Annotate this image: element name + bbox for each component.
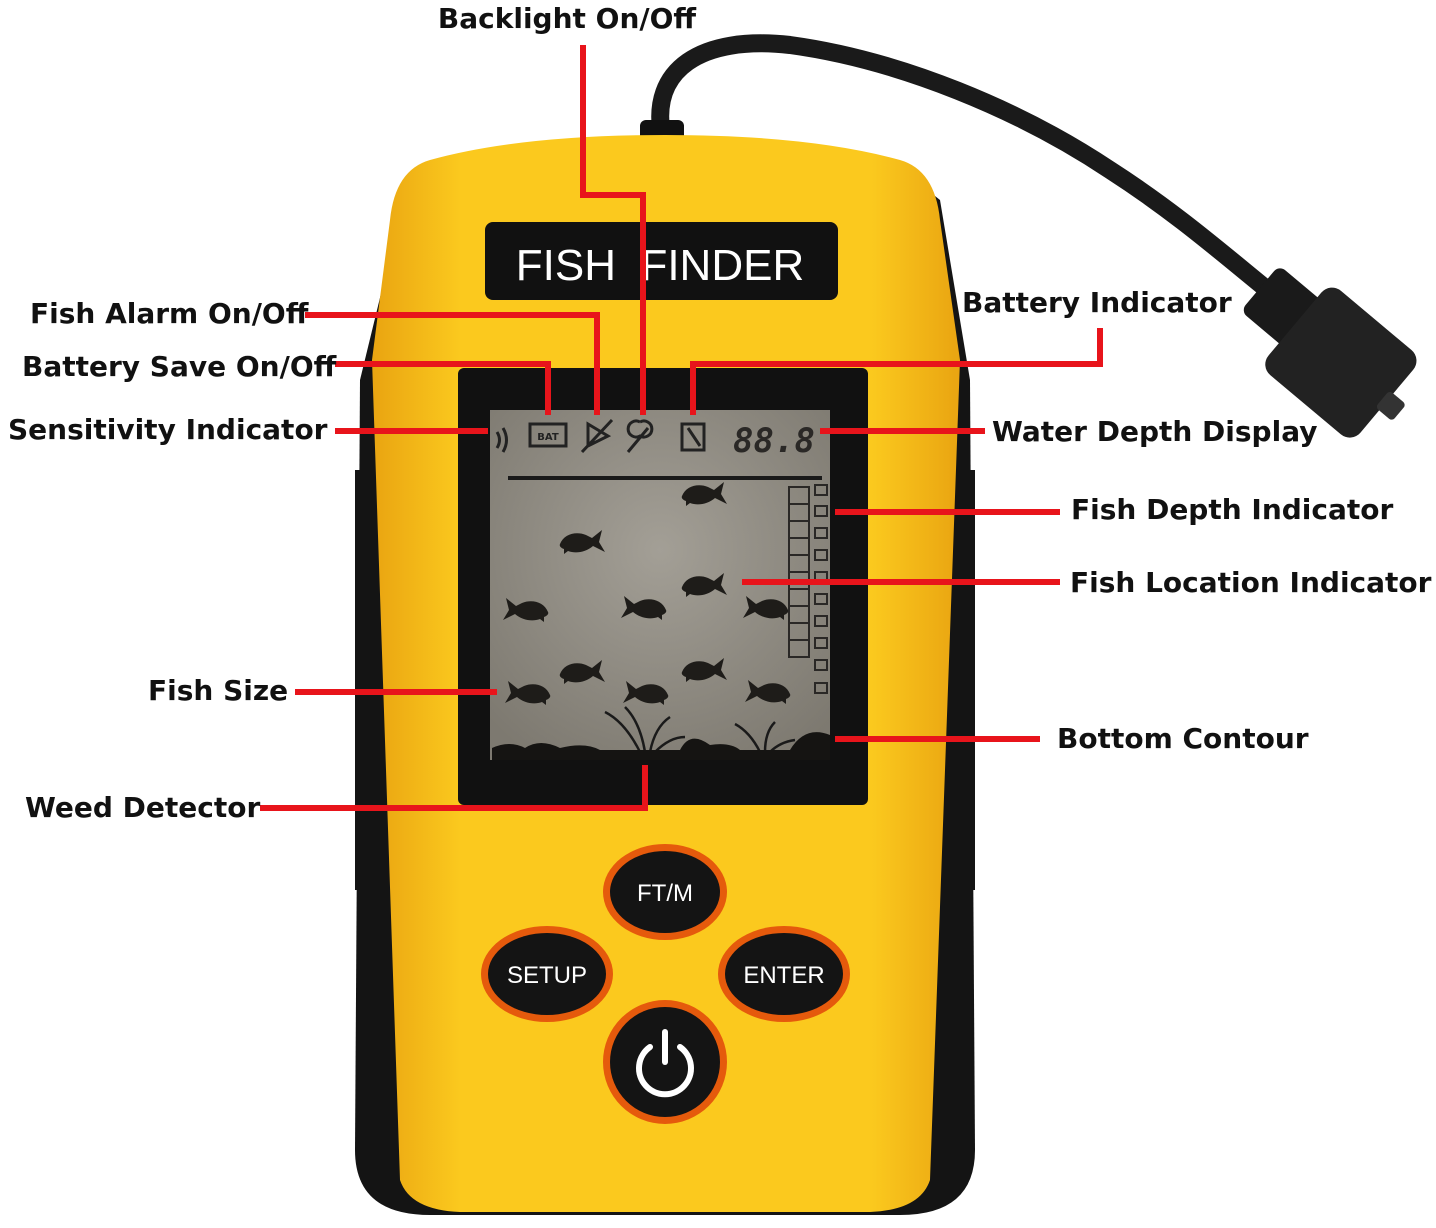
label-battery-save: Battery Save On/Off (22, 350, 337, 383)
fish-alarm-icon (580, 418, 614, 454)
battery-indicator-icon (680, 422, 706, 452)
backlight-icon (626, 419, 654, 453)
label-weed-detector: Weed Detector (25, 791, 260, 824)
power-button[interactable] (603, 1000, 727, 1124)
svg-text:FT/M: FT/M (637, 880, 693, 907)
label-fish-depth: Fish Depth Indicator (1071, 493, 1394, 526)
bottom-contour (492, 732, 830, 760)
callout-lines (260, 45, 1103, 811)
svg-text:SETUP: SETUP (507, 962, 587, 989)
svg-text:BAT: BAT (537, 432, 559, 443)
svg-text:ENTER: ENTER (743, 962, 824, 989)
transducer-connector-icon (1243, 268, 1417, 438)
enter-button[interactable]: ENTER (718, 926, 850, 1022)
label-bottom-contour: Bottom Contour (1057, 722, 1309, 755)
battery-save-icon: BAT (528, 422, 568, 448)
lcd-screen: BAT 88.8 (490, 410, 830, 760)
label-fish-alarm: Fish Alarm On/Off (30, 297, 309, 330)
label-battery-indicator: Battery Indicator (962, 286, 1232, 319)
label-fish-location: Fish Location Indicator (1070, 566, 1432, 599)
label-fish-size: Fish Size (148, 674, 288, 707)
label-water-depth: Water Depth Display (992, 415, 1318, 448)
power-icon (636, 1029, 694, 1098)
sensitivity-icon (495, 427, 508, 453)
water-depth-readout: 88.8 (733, 421, 815, 461)
ftm-button[interactable]: FT/M (603, 844, 727, 940)
transducer-cable (640, 34, 1417, 438)
label-backlight: Backlight On/Off (438, 2, 697, 35)
brand-label: FISH FINDER (516, 241, 804, 290)
label-sensitivity: Sensitivity Indicator (8, 413, 328, 446)
setup-button[interactable]: SETUP (481, 926, 613, 1022)
weed-icon (604, 706, 796, 753)
brand-plate (485, 222, 838, 300)
